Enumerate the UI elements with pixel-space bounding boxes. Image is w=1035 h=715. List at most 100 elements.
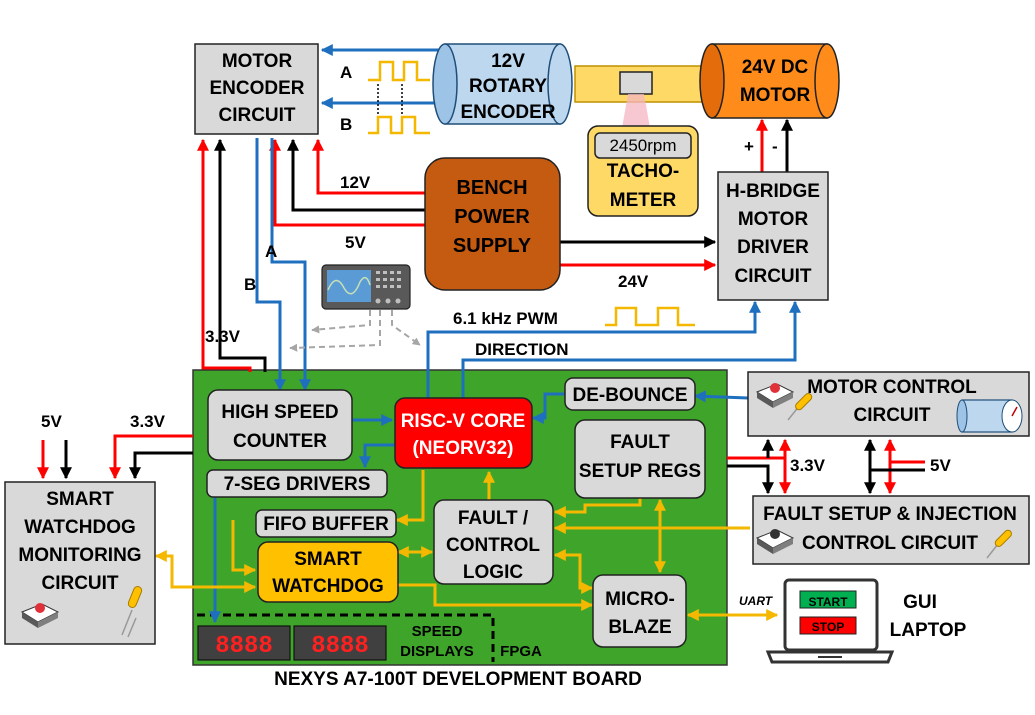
svg-text:CIRCUIT: CIRCUIT	[734, 266, 811, 287]
svg-text:ENCODER: ENCODER	[209, 78, 304, 99]
svg-text:ROTARY: ROTARY	[469, 76, 547, 97]
pushbutton-icon	[755, 529, 795, 554]
watchdog-title: SMART	[294, 549, 362, 570]
svg-text:LAPTOP: LAPTOP	[890, 620, 967, 641]
svg-text:COUNTER: COUNTER	[233, 431, 327, 452]
svg-text:MOTOR: MOTOR	[738, 209, 809, 230]
enc-a-label: A	[340, 63, 352, 82]
svg-text:MONITORING: MONITORING	[18, 545, 141, 566]
mc-5v-label: 5V	[930, 456, 951, 475]
waveform-b	[368, 115, 430, 135]
tacho-title: TACHO-	[607, 161, 679, 182]
uart-label: UART	[739, 594, 774, 608]
motor-shaft	[574, 65, 711, 128]
speed-gauge-icon	[956, 399, 1023, 433]
dc-motor-title: 24V DC	[742, 57, 809, 78]
svg-text:SUPPLY: SUPPLY	[453, 235, 532, 257]
direction-wire	[461, 300, 801, 400]
mc-33v-label: 3.3V	[790, 456, 826, 475]
led-icon	[121, 586, 143, 638]
psu-title: BENCH	[456, 177, 527, 199]
fpga-label: FPGA	[500, 643, 542, 660]
fault-control-title: FAULT /	[458, 508, 529, 529]
fault-setup-regs	[574, 419, 706, 499]
bench-power-supply	[424, 157, 561, 291]
svg-text:ENCODER: ENCODER	[460, 102, 555, 123]
psu-12v-wire	[312, 138, 425, 195]
ctr-b-label: B	[244, 275, 256, 294]
motor-encoder-circuit	[194, 43, 319, 135]
wd-monitor-title: SMART	[46, 489, 114, 510]
rotary-encoder	[432, 43, 573, 125]
debounce-block	[564, 377, 696, 411]
microblaze	[592, 574, 687, 648]
enc-b-label: B	[340, 115, 352, 134]
ctr-a-wire	[270, 138, 311, 392]
pwm-waveform	[605, 306, 695, 327]
svg-text:MOTOR: MOTOR	[740, 85, 811, 106]
riscv-title: RISC-V CORE	[401, 411, 526, 432]
seg-digits-2: 8888	[311, 633, 369, 660]
v33-left-label: 3.3V	[205, 327, 241, 346]
fifo-buffer	[255, 509, 397, 538]
psu-gnd-encoder-wire	[287, 138, 425, 212]
reflective-tape	[619, 71, 653, 95]
fifo-title: FIFO BUFFER	[263, 514, 389, 535]
v33-encoder-wire	[197, 138, 252, 372]
seg-display-1	[197, 625, 291, 661]
motor-encoder-title: MOTOR	[222, 51, 293, 72]
hb-plus-label: +	[744, 137, 754, 156]
oscilloscope-icon	[321, 264, 411, 310]
svg-text:POWER: POWER	[454, 206, 530, 228]
dc-motor	[699, 43, 840, 119]
wd-33v-label: 3.3V	[130, 412, 166, 431]
psu-5v-wire	[269, 138, 425, 227]
microblaze-title: MICRO-	[605, 589, 675, 610]
riscv-core	[394, 397, 533, 469]
tacho-reading: 2450rpm	[609, 136, 676, 155]
seg-display-2	[293, 625, 387, 661]
board-title: NEXYS A7-100T DEVELOPMENT BOARD	[274, 669, 642, 690]
pwm-label: 6.1 kHz PWM	[453, 309, 558, 328]
stop-button[interactable]	[799, 616, 857, 635]
fpga-boundary	[197, 613, 495, 662]
fault-regs-title: FAULT	[610, 432, 670, 453]
debounce-title: DE-BOUNCE	[572, 385, 687, 406]
seven-seg-drivers	[206, 469, 388, 498]
motor-control-title: MOTOR CONTROL	[807, 377, 977, 398]
hbridge-driver-circuit	[717, 171, 829, 301]
svg-text:CIRCUIT: CIRCUIT	[853, 405, 930, 426]
svg-text:CONTROL: CONTROL	[446, 535, 540, 556]
tacho-readout	[594, 132, 692, 159]
svg-text:WATCHDOG: WATCHDOG	[24, 517, 136, 538]
gnd-encoder-wire	[214, 138, 267, 372]
psu-12v-label: 12V	[340, 173, 371, 192]
rotary-encoder-title: 12V	[491, 51, 525, 72]
fault-control-logic	[433, 499, 554, 585]
wd-5v-label: 5V	[41, 412, 62, 431]
fault-injection-title: FAULT SETUP & INJECTION	[763, 504, 1017, 525]
fault-injection-circuit	[752, 495, 1030, 565]
psu-5v-label: 5V	[345, 233, 366, 252]
svg-text:DRIVER: DRIVER	[737, 237, 809, 258]
start-button[interactable]	[799, 590, 857, 609]
svg-text:LOGIC: LOGIC	[463, 562, 523, 583]
speed-displays-label: SPEED	[412, 623, 463, 640]
direction-label: DIRECTION	[475, 340, 569, 359]
ctr-b-wire	[255, 138, 286, 392]
svg-text:METER: METER	[610, 190, 677, 211]
high-speed-counter	[207, 389, 353, 461]
stop-label: STOP	[812, 620, 844, 634]
seg-drivers-title: 7-SEG DRIVERS	[224, 474, 371, 495]
pwm-wire	[426, 300, 761, 400]
pushbutton-icon	[755, 383, 795, 408]
svg-text:(NEORV32): (NEORV32)	[412, 438, 513, 459]
pushbutton-icon	[20, 603, 60, 628]
seg-digits-1: 8888	[215, 633, 273, 660]
hbridge-title: H-BRIDGE	[726, 181, 820, 202]
svg-text:BLAZE: BLAZE	[608, 617, 671, 638]
svg-text:CONTROL CIRCUIT: CONTROL CIRCUIT	[802, 533, 978, 554]
svg-text:SETUP REGS: SETUP REGS	[579, 461, 701, 482]
counter-title: HIGH SPEED	[221, 402, 338, 423]
